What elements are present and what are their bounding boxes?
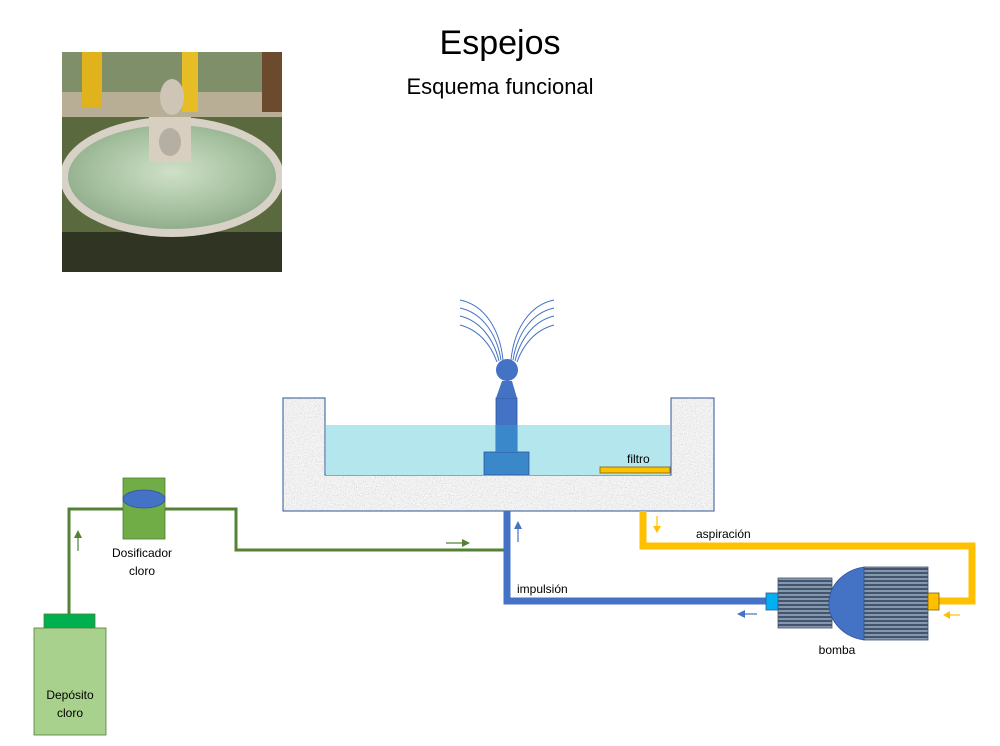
chlorine-pipe bbox=[67, 507, 504, 614]
discharge-up-arrow-icon bbox=[514, 521, 522, 542]
discharge-label: impulsión bbox=[517, 582, 568, 596]
discharge-pipe bbox=[503, 511, 766, 605]
chlorine-right-arrow-icon bbox=[446, 539, 470, 547]
chlorine-tank bbox=[33, 613, 107, 736]
tank-label-line1: Depósito bbox=[46, 688, 94, 702]
doser-label-line2: cloro bbox=[129, 564, 155, 578]
water-jets bbox=[459, 299, 555, 363]
pump-label: bomba bbox=[819, 643, 856, 657]
fountain-photo bbox=[62, 52, 282, 272]
pump-outlet-arrow-icon bbox=[737, 610, 757, 618]
chlorine-up-arrow-icon bbox=[74, 530, 82, 551]
pump-inlet bbox=[927, 592, 940, 611]
tank-label-line2: cloro bbox=[57, 706, 83, 720]
page-subtitle: Esquema funcional bbox=[406, 74, 594, 99]
doser-label-line1: Dosificador bbox=[112, 546, 172, 560]
suction-down-arrow-icon bbox=[653, 516, 661, 533]
filter-label: filtro bbox=[627, 452, 650, 466]
pump bbox=[765, 566, 940, 641]
suction-pipe bbox=[639, 511, 976, 605]
filter bbox=[599, 466, 671, 474]
pump-inlet-arrow-icon bbox=[943, 611, 960, 619]
page-title: Espejos bbox=[439, 24, 561, 62]
fountain bbox=[459, 299, 555, 476]
chlorine-doser bbox=[122, 477, 166, 540]
pump-outlet bbox=[765, 592, 779, 611]
suction-label: aspiración bbox=[696, 527, 751, 541]
